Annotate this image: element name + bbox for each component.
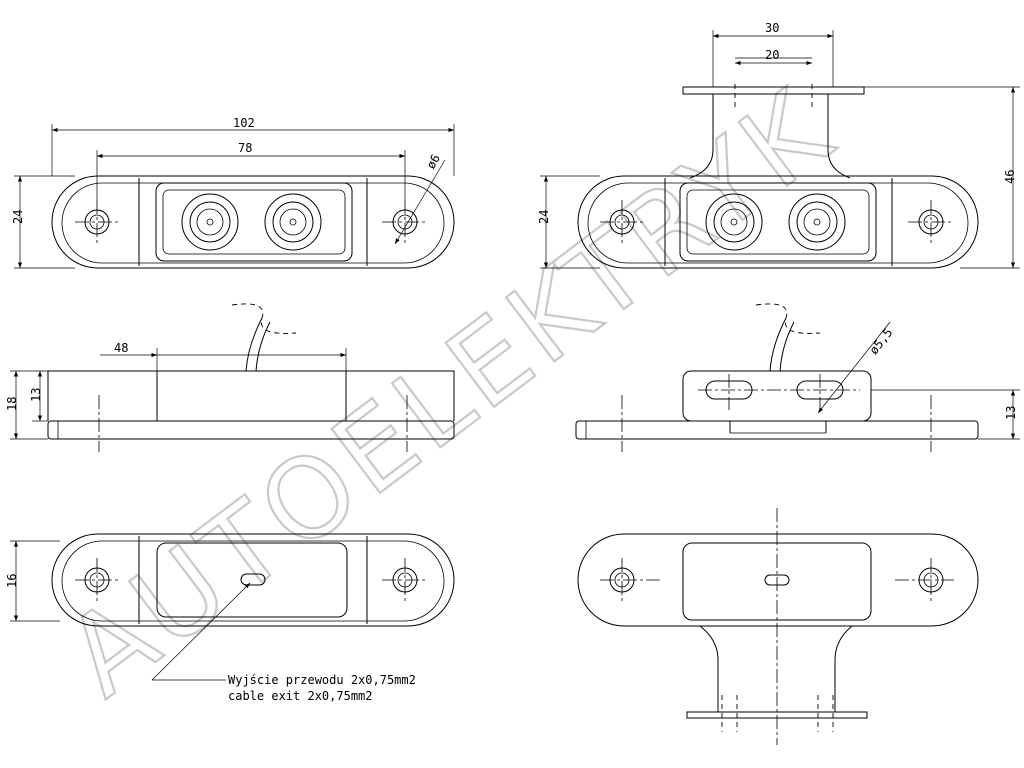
note-cable-exit-en: cable exit 2x0,75mm2	[228, 689, 373, 703]
dimension-dia-6: ø6	[424, 152, 443, 172]
watermark-text: AUTOELEKTRYK	[44, 64, 857, 721]
dimension-16: 16	[5, 574, 19, 588]
dimension-48: 48	[114, 341, 128, 355]
side-view-left: 48 18 13	[5, 303, 455, 452]
dimension-13-left: 13	[29, 388, 43, 402]
note-cable-exit-pl: Wyjście przewodu 2x0,75mm2	[228, 673, 416, 687]
dimension-dia-5-5: ø5,5	[867, 326, 896, 357]
dimension-46: 46	[1003, 170, 1017, 184]
dimension-24-left: 24	[11, 210, 25, 224]
dimension-24-right: 24	[537, 210, 551, 224]
dimension-13-right: 13	[1004, 406, 1018, 420]
top-view-left: 102 78 ø6 24	[11, 116, 455, 269]
bottom-view-right	[577, 508, 979, 745]
dimension-78: 78	[238, 141, 252, 155]
dimension-18: 18	[5, 397, 19, 411]
top-view-right: 30 20 46 24	[537, 21, 1020, 269]
watermark: AUTOELEKTRYK	[43, 63, 858, 722]
bottom-view-left: 16	[5, 533, 455, 681]
dimension-102: 102	[233, 116, 255, 130]
dimension-30: 30	[765, 21, 779, 35]
dimension-20: 20	[765, 48, 779, 62]
